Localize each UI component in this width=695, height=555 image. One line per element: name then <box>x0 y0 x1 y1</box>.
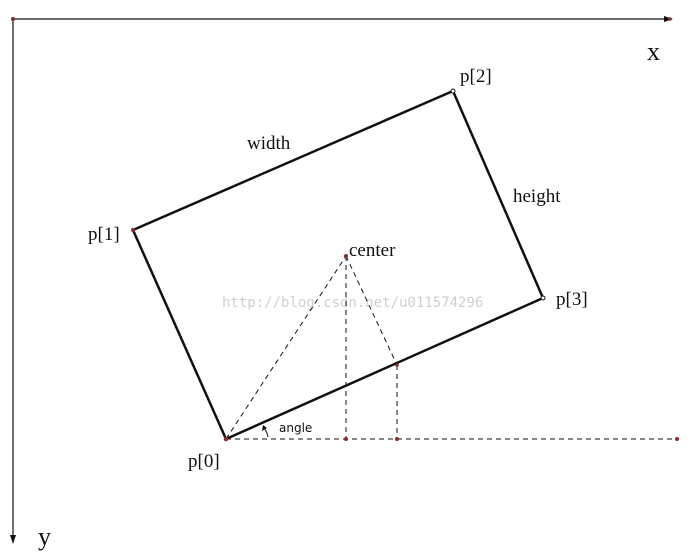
center-to-edge-dashed <box>345 255 398 366</box>
y-axis-label: y <box>38 522 51 551</box>
baseline-edge-dot <box>395 437 399 441</box>
height-label: height <box>513 186 561 207</box>
baseline-end-dot <box>675 437 679 441</box>
p1-label: p[1] <box>88 224 120 245</box>
p3-dot <box>540 295 546 301</box>
p0-label: p[0] <box>188 451 220 472</box>
center-dot <box>344 254 348 258</box>
point-labels: p[0] p[1] p[2] p[3] center <box>88 66 588 472</box>
p1-dot <box>131 228 135 232</box>
construction-lines <box>225 255 677 440</box>
baseline-center-dot <box>344 437 348 441</box>
angle-arrowhead-icon <box>262 425 267 431</box>
width-label: width <box>247 133 291 154</box>
angle-marker: angle <box>262 421 312 438</box>
p0-dot <box>223 436 229 442</box>
x-axis-label: x <box>647 37 660 66</box>
p0-to-center-dashed <box>225 255 347 440</box>
y-axis-arrowhead <box>10 535 16 544</box>
angle-label: angle <box>279 421 312 435</box>
p2-dot <box>450 88 456 94</box>
x-axis-end-dot <box>668 17 672 21</box>
axes: x y <box>10 16 673 551</box>
origin-dot <box>11 17 15 21</box>
rotated-rectangle <box>131 89 545 441</box>
edge-labels: width height <box>247 133 561 207</box>
p2-label: p[2] <box>460 66 492 87</box>
watermark: http://blog.csdn.net/u011574296 <box>222 295 483 311</box>
p3-label: p[3] <box>556 289 588 310</box>
center-label: center <box>349 240 396 261</box>
edge-point-dot <box>395 363 399 367</box>
point-dots <box>131 88 679 442</box>
